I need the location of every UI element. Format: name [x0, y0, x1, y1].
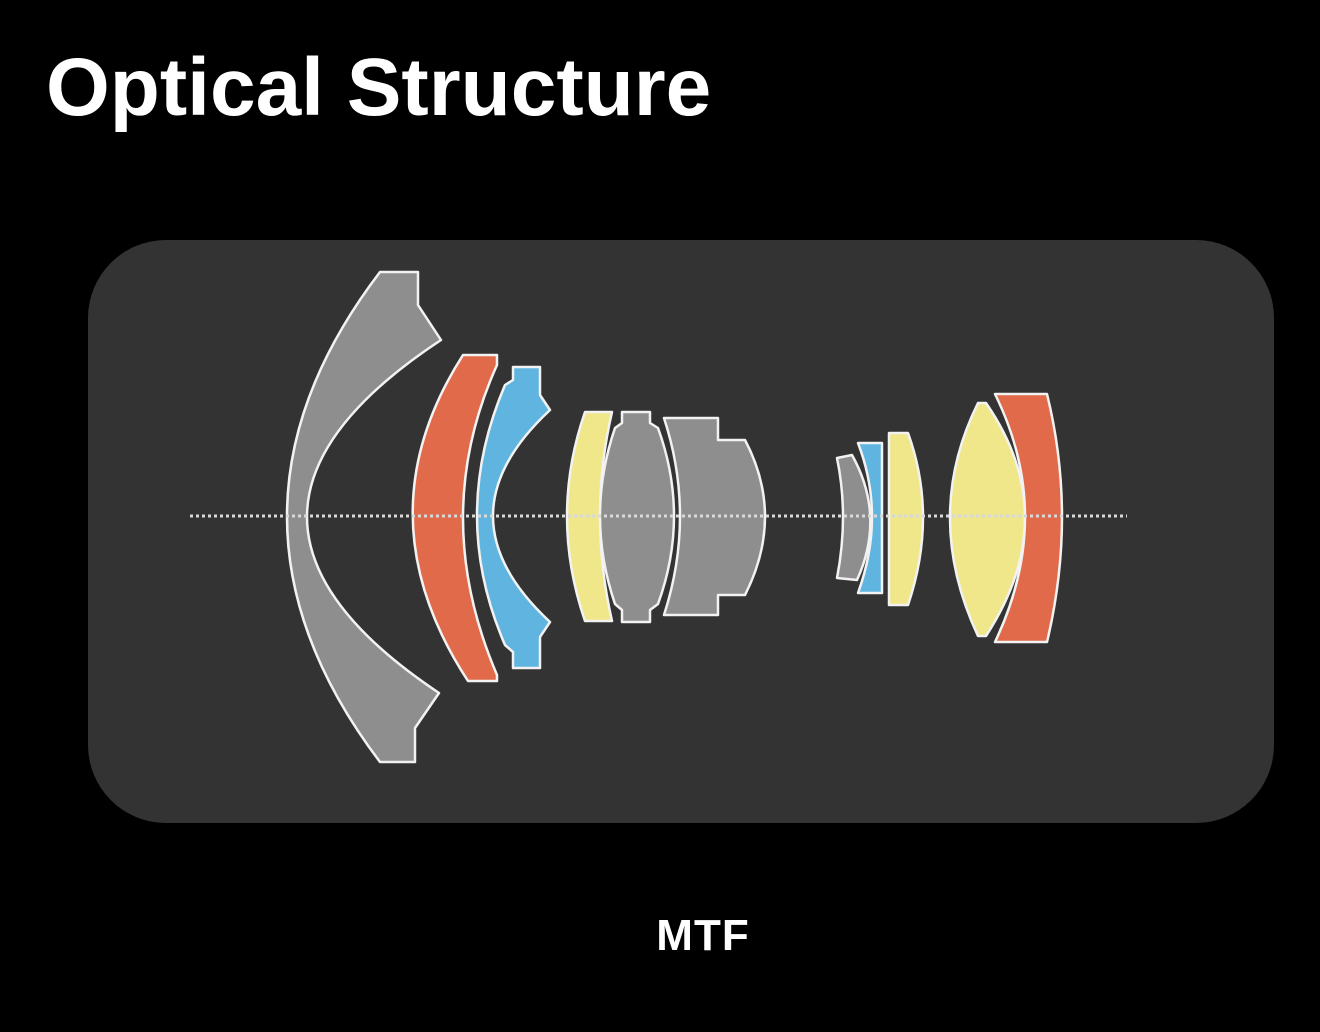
lens-element-11 — [993, 392, 1064, 644]
lens-element-2 — [411, 353, 499, 683]
lens-element-1 — [285, 270, 443, 764]
lens-element-8 — [856, 441, 884, 595]
lens-element-3 — [475, 365, 552, 670]
lens-element-9 — [887, 431, 925, 607]
lens-element-7 — [835, 453, 872, 582]
lens-element-10 — [948, 401, 1027, 638]
mtf-heading: MTF — [656, 911, 750, 960]
page-title: Optical Structure — [46, 42, 712, 133]
lens-element-4 — [565, 410, 614, 623]
